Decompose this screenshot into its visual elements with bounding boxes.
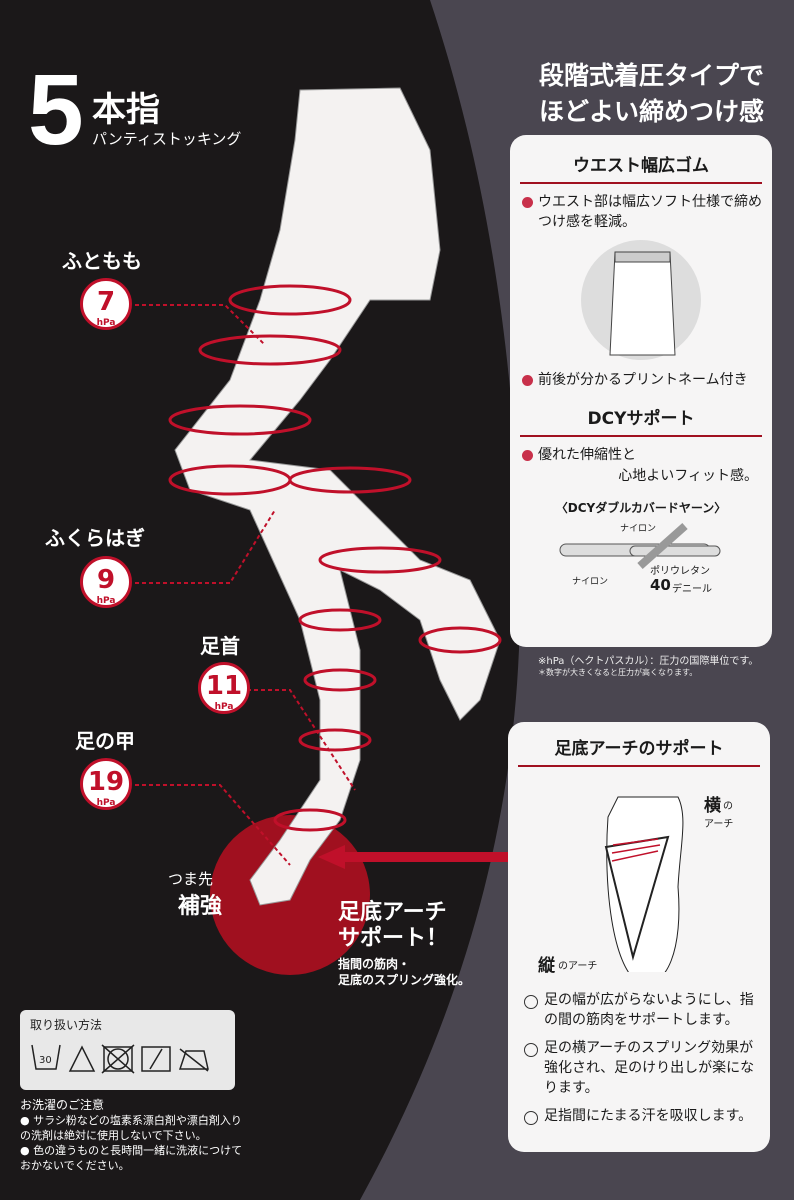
arch-point: 足の幅が広がらないようにし、指の間の筋肉をサポートします。 bbox=[522, 990, 756, 1030]
pressure-note: ＊数字が大きくなると圧力が高くなります。 bbox=[538, 668, 698, 677]
brand-subtitle: パンティストッキング bbox=[92, 130, 242, 148]
yarn-title: 〈DCYダブルカバードヤーン〉 bbox=[555, 501, 727, 515]
care-label-box: 取り扱い方法 30 bbox=[20, 1010, 235, 1090]
pressure-leader-lines bbox=[135, 304, 356, 866]
waist-illustration bbox=[581, 240, 701, 360]
arch-point: 足の横アーチのスプリング効果が強化され、足のけり出しが楽になります。 bbox=[522, 1038, 756, 1098]
arch-arrow bbox=[330, 852, 580, 862]
thigh-label: ふともも bbox=[62, 249, 142, 273]
arch-callout: 足底アーチサポート！ 指間の筋肉・ 足底のスプリング強化。 bbox=[338, 900, 471, 987]
toe-label: つま先 bbox=[168, 870, 214, 888]
dcy-title: DCYサポート bbox=[520, 404, 762, 437]
waist-card-title: ウエスト幅広ゴム bbox=[520, 151, 762, 184]
compression-rings bbox=[168, 284, 502, 832]
dcy-bullet: 優れた伸縮性と bbox=[520, 445, 762, 465]
care-title: 取り扱い方法 bbox=[30, 1018, 103, 1032]
care-symbols: 30 bbox=[31, 1044, 209, 1074]
yarn-diagram: ナイロン ナイロン ポリウレタン 40 デニール bbox=[510, 516, 772, 596]
hpa-note: ※hPa（ヘクトパスカル）：圧力の国際単位です。 bbox=[538, 656, 759, 667]
hang-dry-icon bbox=[141, 1046, 171, 1072]
waist-card: ウエスト幅広ゴム ウエスト部は幅広ソフト仕様で締めつけ感を軽減。 前後が分かるプ… bbox=[510, 135, 772, 647]
no-iron-icon bbox=[178, 1048, 209, 1072]
bleach-icon bbox=[68, 1045, 96, 1072]
brand-title: 本指 bbox=[92, 90, 160, 130]
arch-card-title: 足底アーチのサポート bbox=[518, 734, 760, 767]
headline: 段階式着圧タイプでほどよい締めつけ感 bbox=[538, 61, 764, 126]
stocking-leg-illustration bbox=[174, 87, 501, 906]
arch-point: 足指間にたまる汗を吸収します。 bbox=[522, 1106, 756, 1126]
foot-diagram: 横の アーチ 縦 のアーチ bbox=[508, 767, 770, 976]
arch-card: 足底アーチのサポート 横の アーチ 縦 のアーチ 足の幅が広がらないようにし、指… bbox=[508, 722, 770, 1152]
instep-label: 足の甲 bbox=[75, 729, 135, 753]
wash-notes: お洗濯のご注意 ● サラシ粉などの塩素系漂白剤や漂白剤入りの洗剤は絶対に使用しな… bbox=[20, 1098, 243, 1172]
toe-reinforced: 補強 bbox=[178, 894, 223, 919]
waist-bullet: ウエスト部は幅広ソフト仕様で締めつけ感を軽減。 bbox=[520, 192, 762, 232]
calf-label: ふくらはぎ bbox=[45, 526, 145, 550]
svg-text:30: 30 bbox=[39, 1055, 52, 1066]
no-tumble-dry-icon bbox=[103, 1046, 133, 1072]
dcy-bullet-cont: 心地よいフィット感。 bbox=[618, 468, 758, 484]
ankle-label: 足首 bbox=[200, 634, 240, 658]
brand-number: 5 bbox=[28, 54, 84, 166]
wash-30-icon bbox=[31, 1044, 61, 1070]
print-name-bullet: 前後が分かるプリントネーム付き bbox=[520, 370, 762, 390]
